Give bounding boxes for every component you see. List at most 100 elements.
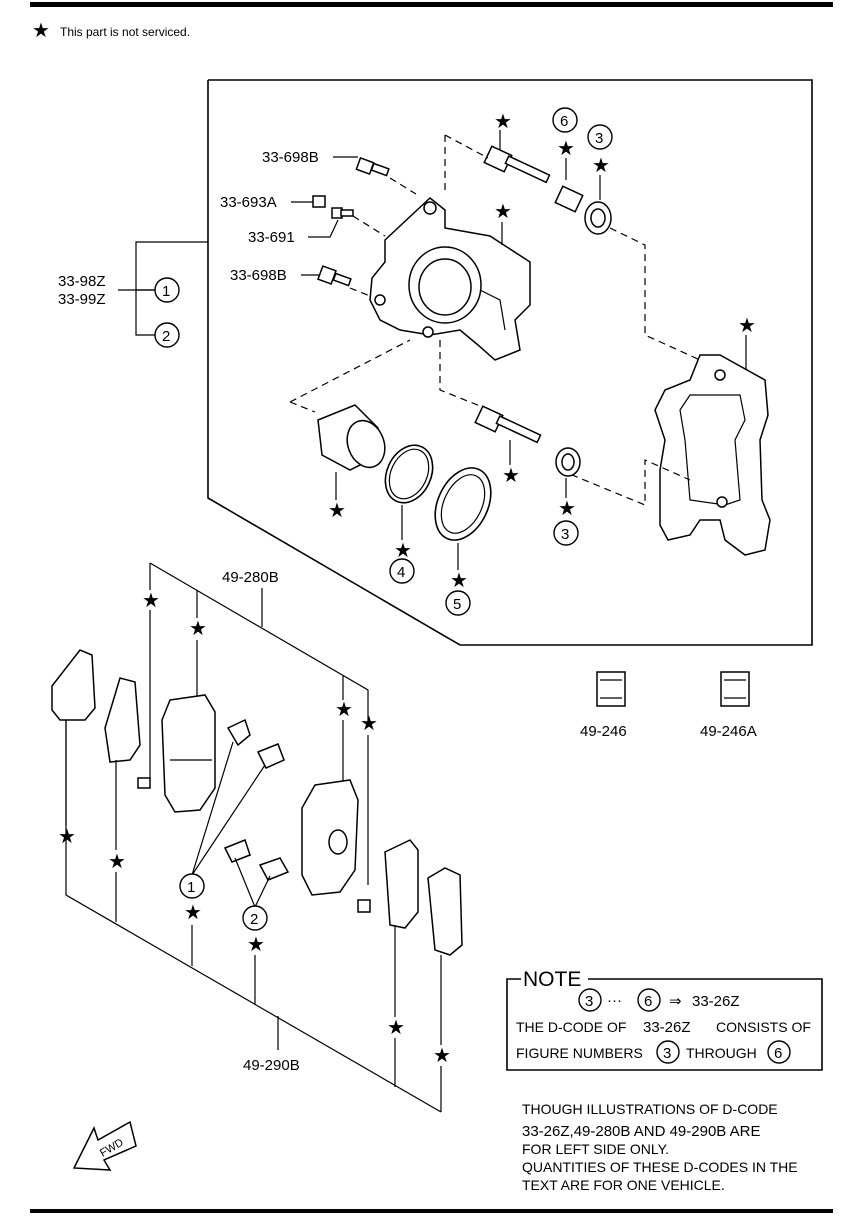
pad-clip-2a bbox=[223, 839, 251, 863]
fig-3-bottom-circle bbox=[553, 520, 579, 546]
note-line2-to: 6 bbox=[774, 1045, 782, 1062]
ref-1-pads: 1 bbox=[187, 879, 195, 896]
star-280B-c: ★ bbox=[335, 699, 353, 721]
star-caliper-body-2: ★ bbox=[494, 201, 512, 223]
footnote-line-3: FOR LEFT SIDE ONLY. bbox=[522, 1141, 669, 1157]
ref-number-2: 2 bbox=[162, 328, 170, 345]
caliper-body bbox=[369, 197, 531, 361]
note-line1-b: CONSISTS OF bbox=[716, 1019, 811, 1035]
footnote-line-5: TEXT ARE FOR ONE VEHICLE. bbox=[522, 1177, 725, 1193]
note-line1-code: 33-26Z bbox=[643, 1019, 691, 1036]
shim-right-1 bbox=[384, 839, 419, 929]
label-49-290B: 49-290B bbox=[243, 1057, 300, 1074]
part-code-33-99Z: 33-99Z bbox=[58, 291, 106, 308]
ref-circle-1 bbox=[154, 277, 180, 303]
footnote-line-4: QUANTITIES OF THESE D-CODES IN THE bbox=[522, 1159, 798, 1175]
bottom-rule bbox=[30, 1209, 833, 1213]
legend-text: This part is not serviced. bbox=[60, 25, 190, 39]
footnote-line-2: 33-26Z,49-280B AND 49-290B ARE bbox=[522, 1123, 760, 1140]
star-fig-4: ★ bbox=[394, 540, 412, 562]
fig-3-bottom: 3 bbox=[561, 526, 569, 543]
fig-6-circle bbox=[552, 107, 578, 133]
shim-left-1 bbox=[51, 649, 96, 721]
star-280B-b: ★ bbox=[189, 618, 207, 640]
note-box: NOTE 3 ··· 6 ⇒ 33-26Z THE D-CODE OF 33-2… bbox=[506, 968, 823, 1071]
ref-number-1: 1 bbox=[162, 283, 170, 300]
star-290B-d: ★ bbox=[433, 1045, 451, 1067]
ref-1-circle-pads bbox=[179, 873, 205, 899]
cap-33-693A bbox=[312, 195, 326, 208]
caliper-bracket bbox=[654, 354, 771, 556]
piston-seal-4 bbox=[384, 444, 434, 504]
star-fig-6: ★ bbox=[557, 138, 575, 160]
top-rule bbox=[30, 2, 833, 7]
shim-left-2 bbox=[104, 677, 141, 763]
label-49-280B: 49-280B bbox=[222, 569, 279, 586]
bolt-33-698B-top bbox=[355, 157, 390, 177]
pad-clip-1b bbox=[256, 743, 285, 769]
note-range-from: 3 bbox=[585, 993, 593, 1010]
brake-pad-outer bbox=[301, 779, 359, 896]
legend-star-icon: ★ bbox=[32, 20, 50, 42]
wear-indicator-right bbox=[357, 899, 371, 913]
note-range-code: 33-26Z bbox=[692, 993, 740, 1010]
guide-pin-bottom bbox=[474, 405, 542, 444]
fig-4-circle bbox=[389, 558, 415, 584]
star-290B-a: ★ bbox=[58, 826, 76, 848]
guide-pin-top bbox=[483, 145, 551, 184]
star-280B-a: ★ bbox=[142, 590, 160, 612]
brake-pad-inner bbox=[161, 694, 216, 813]
star-280B-d: ★ bbox=[360, 713, 378, 735]
label-33-691: 33-691 bbox=[248, 229, 295, 246]
pad-clip-1a bbox=[226, 718, 251, 747]
star-fig-3-top: ★ bbox=[592, 155, 610, 177]
star-fig-5: ★ bbox=[450, 570, 468, 592]
footnote: THOUGH ILLUSTRATIONS OF D-CODE 33-26Z,49… bbox=[522, 1101, 798, 1193]
fig-6: 6 bbox=[560, 113, 568, 130]
bleeder-33-691 bbox=[331, 207, 354, 219]
note-heading: NOTE bbox=[523, 968, 581, 991]
note-range-dots: ··· bbox=[607, 992, 622, 1009]
fig-3-top-circle bbox=[587, 124, 613, 150]
note-range-to: 6 bbox=[644, 993, 652, 1010]
wear-indicator-left bbox=[137, 777, 151, 789]
label-49-246: 49-246 bbox=[580, 723, 627, 740]
star-piston: ★ bbox=[328, 500, 346, 522]
star-ref-2: ★ bbox=[247, 934, 265, 956]
note-line2-a: FIGURE NUMBERS bbox=[516, 1045, 643, 1061]
part-code-33-98Z: 33-98Z bbox=[58, 273, 106, 290]
part-49-246A bbox=[720, 671, 750, 707]
shim-right-2 bbox=[427, 867, 463, 956]
label-33-693A: 33-693A bbox=[220, 194, 277, 211]
ref-2-pads: 2 bbox=[250, 911, 258, 928]
note-line2-mid: THROUGH bbox=[686, 1045, 757, 1061]
note-line2-from: 3 bbox=[663, 1045, 671, 1062]
fig-3-top: 3 bbox=[595, 130, 603, 147]
fwd-arrow-icon: FWD bbox=[72, 1120, 137, 1171]
star-290B-c: ★ bbox=[387, 1017, 405, 1039]
part-49-246 bbox=[596, 671, 626, 707]
star-290B-b: ★ bbox=[108, 851, 126, 873]
ref-2-circle-pads bbox=[242, 905, 268, 931]
footnote-line-1: THOUGH ILLUSTRATIONS OF D-CODE bbox=[522, 1101, 778, 1117]
boot-3-bottom bbox=[555, 447, 581, 477]
ref-circle-2 bbox=[154, 322, 180, 348]
star-fig-3-bottom: ★ bbox=[558, 498, 576, 520]
star-ref-1: ★ bbox=[184, 902, 202, 924]
star-caliper-body: ★ bbox=[494, 111, 512, 133]
assembly-callout: 33-98Z 33-99Z 1 2 bbox=[58, 241, 208, 348]
label-33-698B-top: 33-698B bbox=[262, 149, 319, 166]
bolt-33-698B-bottom bbox=[317, 265, 352, 287]
note-arrow: ⇒ bbox=[669, 993, 682, 1010]
label-33-698B-bottom: 33-698B bbox=[230, 267, 287, 284]
star-guide-pin-bottom: ★ bbox=[502, 465, 520, 487]
note-line1-a: THE D-CODE OF bbox=[516, 1019, 626, 1035]
fig-5: 5 bbox=[453, 596, 461, 613]
bushing-6 bbox=[554, 185, 584, 213]
fig-5-circle bbox=[445, 590, 471, 616]
boot-3-top bbox=[584, 201, 612, 235]
label-49-246A: 49-246A bbox=[700, 723, 757, 740]
star-bracket: ★ bbox=[738, 315, 756, 337]
dust-boot-5 bbox=[434, 467, 492, 541]
